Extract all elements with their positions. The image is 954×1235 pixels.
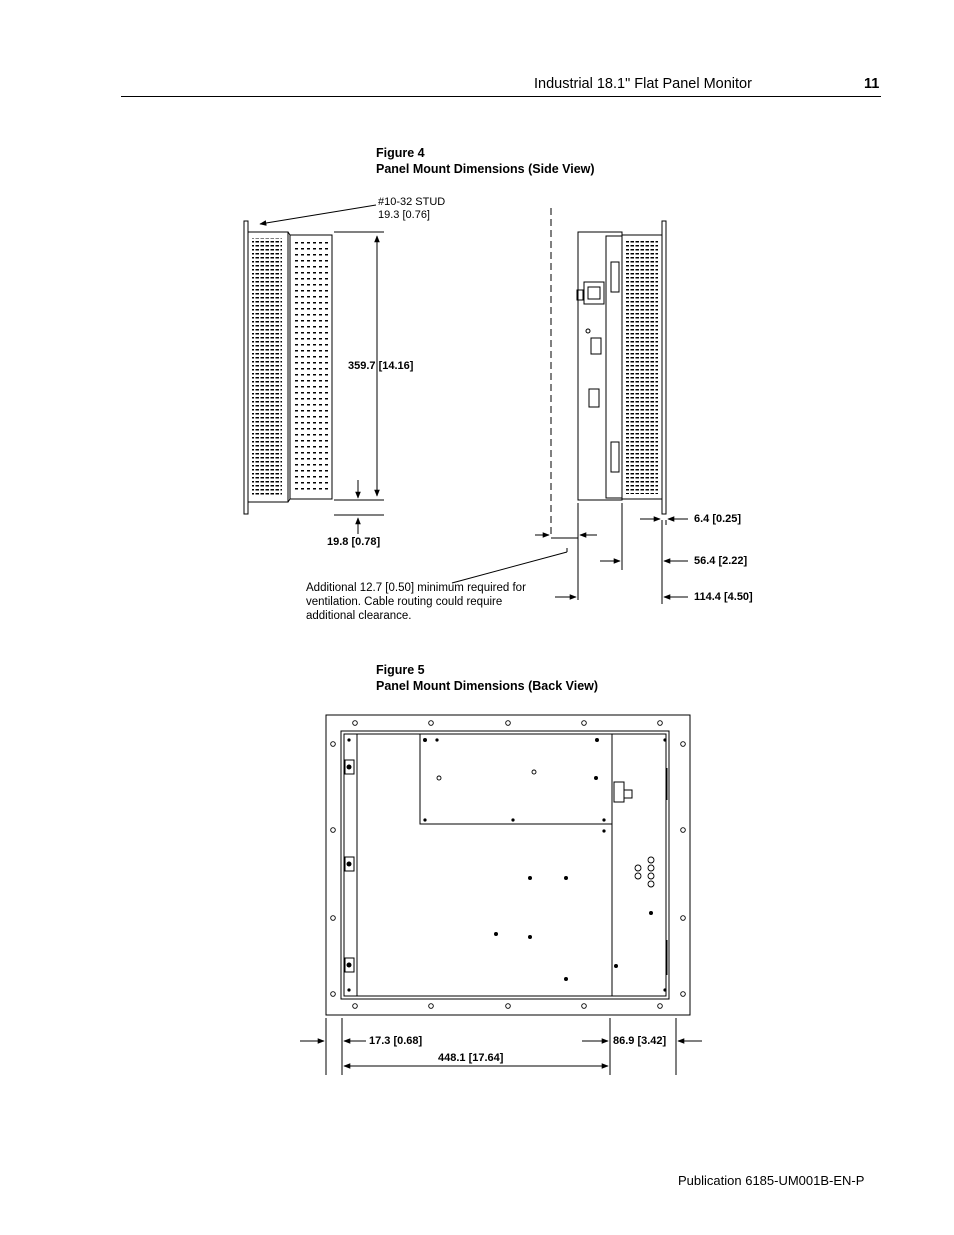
body-dimension: 56.4 [2.22] [694, 555, 748, 567]
flange-dimension: 6.4 [0.25] [694, 513, 742, 525]
header-rule [121, 96, 881, 97]
stud-callout: #10-32 STUD 19.3 [0.76] [378, 196, 445, 222]
page-number: 11 [864, 76, 880, 92]
publication-footer: Publication 6185-UM001B-EN-P [678, 1173, 865, 1188]
figure5-title: Panel Mount Dimensions (Back View) [376, 679, 599, 693]
width-dimension: 448.1 [17.64] [438, 1052, 504, 1064]
ventilation-note: Additional 12.7 [0.50] minimum required … [306, 582, 526, 622]
figure4-label: Figure 4 [376, 146, 425, 160]
running-header-title: Industrial 18.1" Flat Panel Monitor [534, 76, 752, 92]
left-side-view [243, 220, 333, 515]
height-dimension: 359.7 [14.16] [348, 360, 414, 372]
stud-dimension: 19.3 [0.76] [378, 209, 430, 221]
stud-label: #10-32 STUD [378, 196, 446, 208]
bottom-dimension: 19.8 [0.78] [327, 536, 381, 548]
figure4-caption: Figure 4 Panel Mount Dimensions (Side Vi… [376, 145, 595, 177]
right-side-view [576, 220, 667, 515]
figure5-caption: Figure 5 Panel Mount Dimensions (Back Vi… [376, 662, 598, 694]
figure5-label: Figure 5 [376, 663, 425, 677]
right-offset-dimension: 86.9 [3.42] [613, 1035, 667, 1047]
figure4-title: Panel Mount Dimensions (Side View) [376, 162, 595, 176]
depth-dimension: 114.4 [4.50] [694, 591, 753, 603]
left-offset-dimension: 17.3 [0.68] [369, 1035, 423, 1047]
